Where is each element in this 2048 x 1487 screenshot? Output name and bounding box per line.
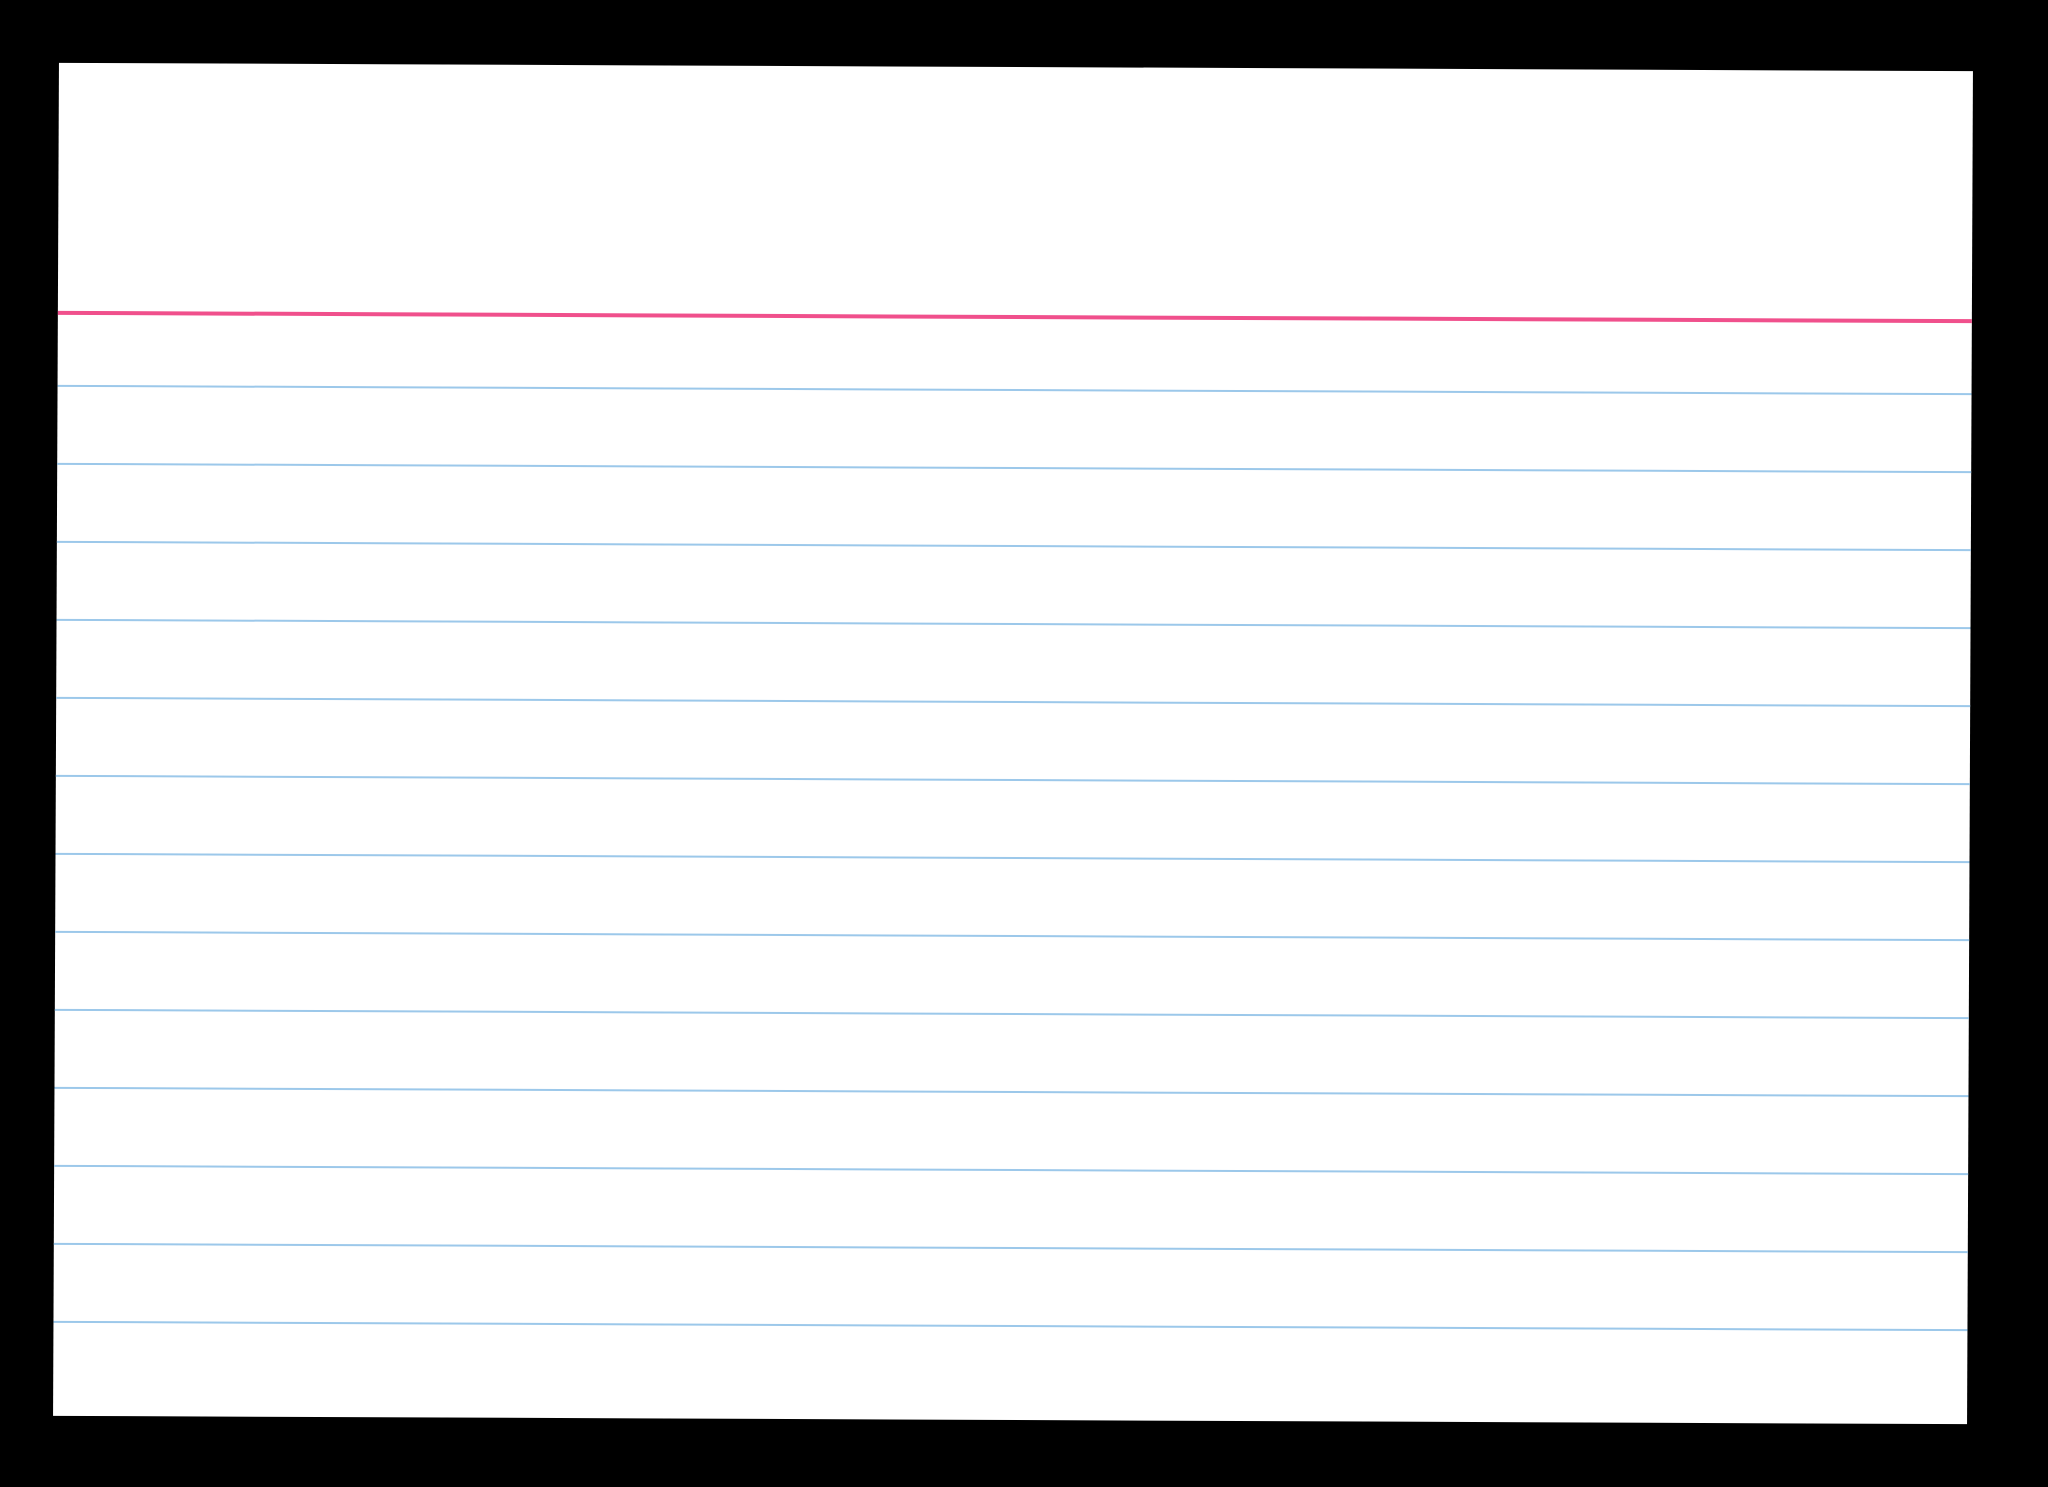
ruled-line	[53, 1320, 1968, 1332]
ruled-line	[54, 1164, 1969, 1176]
ruled-line	[56, 540, 1971, 552]
index-card	[53, 62, 1973, 1425]
ruled-line	[56, 696, 1971, 708]
ruled-line	[53, 1242, 1968, 1254]
ruled-line	[57, 384, 1972, 396]
ruled-line	[55, 930, 1970, 942]
header-rule	[57, 310, 1972, 324]
ruled-line	[54, 1008, 1969, 1020]
ruled-line	[55, 774, 1970, 786]
ruled-line	[54, 1086, 1969, 1098]
ruled-line	[55, 852, 1970, 864]
ruled-line	[57, 462, 1972, 474]
ruled-line	[56, 618, 1971, 630]
